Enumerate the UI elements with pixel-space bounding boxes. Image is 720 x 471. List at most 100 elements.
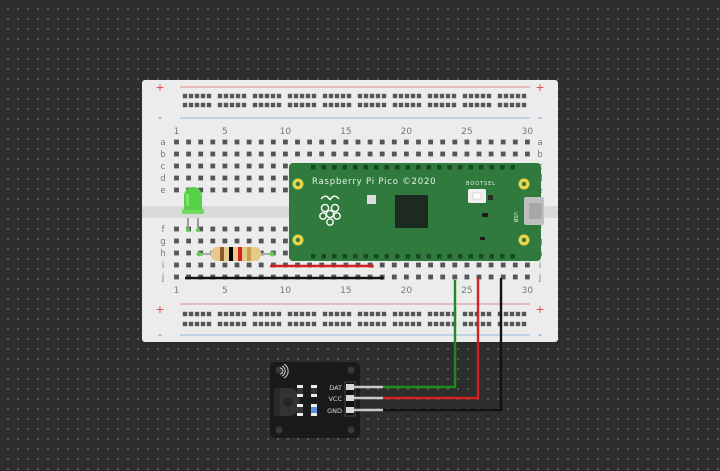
- breadboard-hole[interactable]: [258, 187, 264, 193]
- breadboard-hole[interactable]: [367, 151, 373, 157]
- rail-hole[interactable]: [311, 102, 317, 108]
- rail-hole[interactable]: [357, 102, 363, 108]
- breadboard-hole[interactable]: [319, 139, 325, 145]
- rail-hole[interactable]: [258, 321, 264, 327]
- breadboard-hole[interactable]: [525, 262, 530, 268]
- rail-hole[interactable]: [462, 93, 468, 99]
- breadboard-hole[interactable]: [488, 262, 494, 268]
- rail-hole[interactable]: [194, 321, 200, 327]
- rail-hole[interactable]: [486, 311, 492, 317]
- rail-hole[interactable]: [375, 321, 381, 327]
- rail-hole[interactable]: [200, 102, 206, 108]
- rail-hole[interactable]: [381, 311, 387, 317]
- breadboard-hole[interactable]: [246, 262, 252, 268]
- rail-hole[interactable]: [287, 321, 293, 327]
- rail-hole[interactable]: [480, 311, 486, 317]
- breadboard-hole[interactable]: [222, 175, 228, 181]
- breadboard-hole[interactable]: [440, 274, 446, 280]
- rail-hole[interactable]: [346, 321, 352, 327]
- breadboard-hole[interactable]: [283, 151, 288, 157]
- rail-hole[interactable]: [305, 321, 311, 327]
- breadboard-hole[interactable]: [283, 238, 288, 244]
- resistor[interactable]: [196, 247, 275, 261]
- breadboard-hole[interactable]: [391, 262, 397, 268]
- rail-hole[interactable]: [427, 311, 433, 317]
- breadboard-hole[interactable]: [186, 250, 191, 256]
- rail-hole[interactable]: [305, 102, 311, 108]
- rail-hole[interactable]: [287, 102, 293, 108]
- rail-hole[interactable]: [346, 93, 352, 99]
- breadboard-hole[interactable]: [222, 226, 228, 232]
- breadboard-hole[interactable]: [416, 139, 421, 145]
- rail-hole[interactable]: [194, 102, 200, 108]
- rail-hole[interactable]: [276, 93, 282, 99]
- breadboard-hole[interactable]: [210, 139, 216, 145]
- breadboard-hole[interactable]: [391, 151, 397, 157]
- rail-hole[interactable]: [258, 311, 264, 317]
- rail-hole[interactable]: [445, 321, 451, 327]
- rail-hole[interactable]: [346, 102, 352, 108]
- rail-hole[interactable]: [252, 321, 258, 327]
- breadboard-hole[interactable]: [258, 151, 264, 157]
- breadboard-hole[interactable]: [416, 262, 421, 268]
- rail-hole[interactable]: [392, 321, 398, 327]
- breadboard-hole[interactable]: [198, 238, 204, 244]
- rail-hole[interactable]: [293, 321, 299, 327]
- breadboard-hole[interactable]: [283, 175, 288, 181]
- breadboard-hole[interactable]: [258, 262, 264, 268]
- gnd-wire[interactable]: [383, 278, 503, 412]
- rail-hole[interactable]: [241, 321, 247, 327]
- breadboard-hole[interactable]: [283, 250, 288, 256]
- breadboard-hole[interactable]: [476, 274, 482, 280]
- pin-vcc[interactable]: [346, 395, 354, 401]
- breadboard-hole[interactable]: [258, 175, 264, 181]
- rail-hole[interactable]: [445, 93, 451, 99]
- rail-hole[interactable]: [392, 93, 398, 99]
- breadboard-hole[interactable]: [283, 139, 288, 145]
- rail-hole[interactable]: [223, 311, 229, 317]
- breadboard-hole[interactable]: [186, 151, 191, 157]
- rail-hole[interactable]: [433, 311, 439, 317]
- breadboard-hole[interactable]: [367, 139, 373, 145]
- rail-hole[interactable]: [241, 93, 247, 99]
- breadboard-hole[interactable]: [464, 139, 470, 145]
- rail-hole[interactable]: [381, 321, 387, 327]
- rail-hole[interactable]: [480, 102, 486, 108]
- breadboard-hole[interactable]: [512, 262, 518, 268]
- breadboard-hole[interactable]: [234, 226, 240, 232]
- rail-hole[interactable]: [375, 93, 381, 99]
- rail-hole[interactable]: [433, 321, 439, 327]
- rail-hole[interactable]: [235, 93, 241, 99]
- breadboard-hole[interactable]: [222, 151, 228, 157]
- rail-hole[interactable]: [182, 93, 188, 99]
- rail-hole[interactable]: [217, 321, 223, 327]
- rail-hole[interactable]: [468, 321, 474, 327]
- breadboard-hole[interactable]: [210, 238, 216, 244]
- rail-hole[interactable]: [223, 321, 229, 327]
- ir-receiver-sensor-module[interactable]: DAT VCC GND: [270, 362, 383, 438]
- rail-hole[interactable]: [462, 311, 468, 317]
- rail-hole[interactable]: [375, 311, 381, 317]
- breadboard-hole[interactable]: [500, 151, 506, 157]
- rail-hole[interactable]: [206, 102, 212, 108]
- rail-hole[interactable]: [439, 93, 445, 99]
- rail-hole[interactable]: [334, 321, 340, 327]
- rail-hole[interactable]: [363, 321, 369, 327]
- rail-hole[interactable]: [200, 93, 206, 99]
- breadboard-hole[interactable]: [210, 175, 216, 181]
- breadboard-hole[interactable]: [270, 238, 276, 244]
- breadboard-hole[interactable]: [222, 187, 228, 193]
- rail-hole[interactable]: [229, 321, 235, 327]
- rail-hole[interactable]: [398, 102, 404, 108]
- rail-hole[interactable]: [276, 321, 282, 327]
- rail-hole[interactable]: [322, 93, 328, 99]
- rail-hole[interactable]: [404, 311, 410, 317]
- rail-hole[interactable]: [328, 93, 334, 99]
- rail-hole[interactable]: [206, 311, 212, 317]
- rail-hole[interactable]: [322, 321, 328, 327]
- rail-hole[interactable]: [509, 311, 515, 317]
- rail-hole[interactable]: [486, 321, 492, 327]
- rail-hole[interactable]: [474, 102, 480, 108]
- rail-hole[interactable]: [369, 93, 375, 99]
- rail-hole[interactable]: [188, 102, 194, 108]
